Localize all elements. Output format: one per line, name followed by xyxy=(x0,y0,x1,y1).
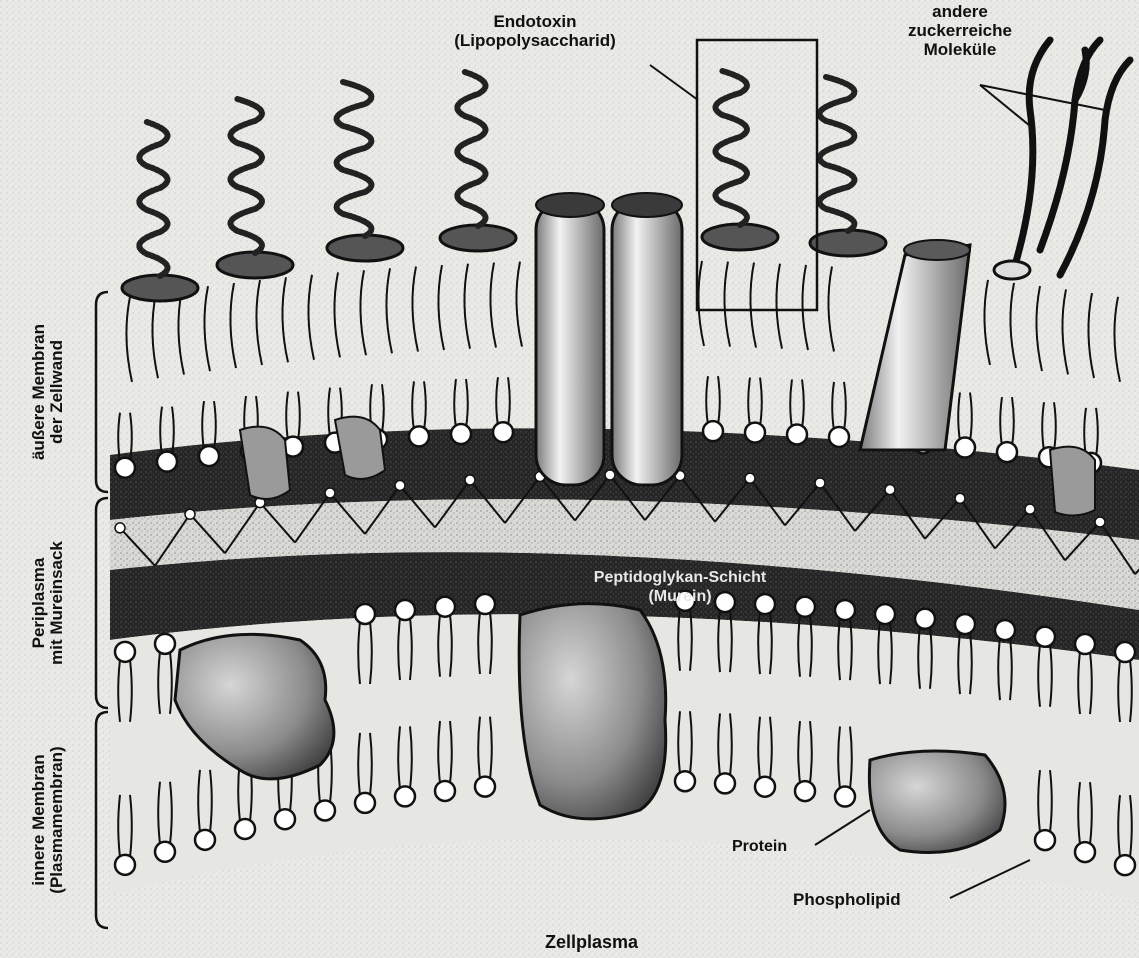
inner-phospholipid-bottom-head xyxy=(435,781,455,801)
inner-phospholipid-bottom-head xyxy=(675,771,695,791)
inner-membrane-line1: innere Membran xyxy=(30,746,48,893)
porin-top-left xyxy=(536,193,604,217)
outer-phospholipid-head xyxy=(955,438,975,458)
outer-membrane-side-label: äußere Membran der Zellwand xyxy=(30,324,66,460)
outer-phospholipid-head xyxy=(115,458,135,478)
inner-phospholipid-bottom-head xyxy=(715,773,735,793)
inner-phospholipid-bottom-head xyxy=(1115,855,1135,875)
murein-node xyxy=(465,475,475,485)
inner-phospholipid-bottom-head xyxy=(755,777,775,797)
inner-phospholipid-bottom-head xyxy=(1075,842,1095,862)
periplasm-side-label: Periplasma mit Mureinsack xyxy=(30,541,66,665)
murein-node xyxy=(745,473,755,483)
inner-phospholipid-top-head xyxy=(1075,634,1095,654)
protein-center xyxy=(519,604,666,819)
endotoxin-label-line1: Endotoxin xyxy=(415,12,655,31)
outer-phospholipid-head xyxy=(703,421,723,441)
outer-phospholipid-head xyxy=(997,442,1017,462)
protein-label: Protein xyxy=(732,838,787,856)
endotoxin-label-line2: (Lipopolysaccharid) xyxy=(415,31,655,50)
inner-phospholipid-bottom-head xyxy=(115,855,135,875)
tilted-porin-top xyxy=(904,240,970,260)
outer-phospholipid-head xyxy=(787,424,807,444)
porin-top-right xyxy=(612,193,682,217)
inner-membrane-side-label: innere Membran (Plasmamembran) xyxy=(30,746,66,893)
sugar-label-line3: Moleküle xyxy=(880,40,1040,59)
inner-phospholipid-top-head xyxy=(875,604,895,624)
inner-phospholipid-top-head xyxy=(1035,627,1055,647)
outer-membrane-line1: äußere Membran xyxy=(30,324,48,460)
periplasm-line1: Periplasma xyxy=(30,541,48,665)
outer-phospholipid-head xyxy=(493,422,513,442)
outer-phospholipid-head xyxy=(451,424,471,444)
lipoprotein-3 xyxy=(1050,447,1095,516)
inner-phospholipid-bottom-head xyxy=(355,793,375,813)
murein-node xyxy=(885,485,895,495)
inner-phospholipid-bottom-head xyxy=(835,787,855,807)
inner-phospholipid-bottom-head xyxy=(235,819,255,839)
murein-node xyxy=(605,470,615,480)
murein-label-line2: (Murein) xyxy=(590,587,770,606)
inner-phospholipid-top-head xyxy=(355,604,375,624)
cytoplasm-label: Zellplasma xyxy=(545,932,638,953)
inner-phospholipid-top-head xyxy=(395,600,415,620)
outer-phospholipid-head xyxy=(199,446,219,466)
murein-node xyxy=(395,480,405,490)
inner-phospholipid-bottom-head xyxy=(475,777,495,797)
murein-node xyxy=(955,493,965,503)
inner-phospholipid-top-head xyxy=(155,634,175,654)
inner-phospholipid-bottom-head xyxy=(275,809,295,829)
inner-phospholipid-bottom-head xyxy=(155,842,175,862)
murein-node xyxy=(185,509,195,519)
inner-phospholipid-top-head xyxy=(435,597,455,617)
inner-phospholipid-top-head xyxy=(915,609,935,629)
endotoxin-label: Endotoxin (Lipopolysaccharid) xyxy=(415,12,655,50)
murein-node xyxy=(1025,504,1035,514)
outer-phospholipid-head xyxy=(157,452,177,472)
inner-phospholipid-bottom-head xyxy=(795,781,815,801)
inner-phospholipid-top-head xyxy=(995,620,1015,640)
inner-phospholipid-top-head xyxy=(475,594,495,614)
inner-phospholipid-top-head xyxy=(955,614,975,634)
inner-phospholipid-top-head xyxy=(835,600,855,620)
porin-cylinder-right xyxy=(612,200,682,485)
inner-phospholipid-bottom-head xyxy=(315,800,335,820)
inner-phospholipid-bottom-head xyxy=(195,830,215,850)
inner-phospholipid-top-head xyxy=(115,642,135,662)
phospholipid-label: Phospholipid xyxy=(793,890,901,910)
murein-node xyxy=(815,478,825,488)
periplasm-line2: mit Mureinsack xyxy=(48,541,66,665)
sugar-label-line2: zuckerreiche xyxy=(880,21,1040,40)
sugar-molecules-label: andere zuckerreiche Moleküle xyxy=(880,2,1040,59)
outer-phospholipid-head xyxy=(409,426,429,446)
murein-node xyxy=(325,488,335,498)
murein-node xyxy=(1095,517,1105,527)
porin-cylinder-left xyxy=(536,200,604,485)
outer-phospholipid-head xyxy=(745,423,765,443)
inner-phospholipid-bottom-head xyxy=(1035,830,1055,850)
protein-right xyxy=(869,751,1005,853)
murein-node xyxy=(115,523,125,533)
sugar-label-line1: andere xyxy=(880,2,1040,21)
inner-phospholipid-top-head xyxy=(795,597,815,617)
inner-phospholipid-bottom-head xyxy=(395,786,415,806)
inner-phospholipid-top-head xyxy=(1115,642,1135,662)
sugar-anchor-head xyxy=(994,261,1030,279)
outer-phospholipid-head xyxy=(829,427,849,447)
murein-label-line1: Peptidoglykan-Schicht xyxy=(590,568,770,587)
murein-label: Peptidoglykan-Schicht (Murein) xyxy=(590,568,770,606)
outer-membrane-line2: der Zellwand xyxy=(48,324,66,460)
inner-membrane-line2: (Plasmamembran) xyxy=(48,746,66,893)
